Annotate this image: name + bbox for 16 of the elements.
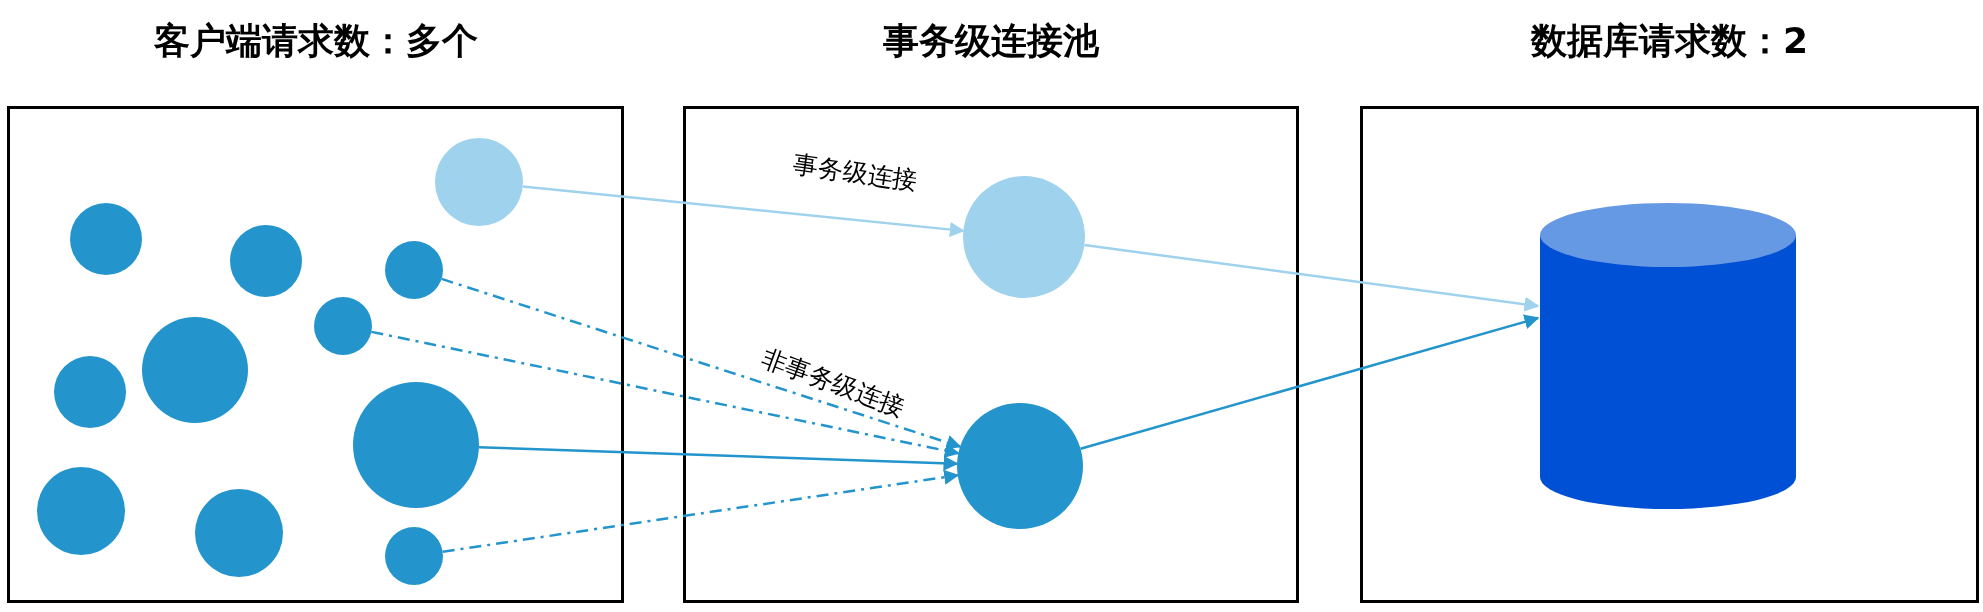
arrow [441,277,962,450]
database-cylinder [1540,203,1796,509]
client-circle [385,527,443,585]
client-circle [385,241,443,299]
edge-label: 事务级连接 [790,147,920,198]
arrow [1084,243,1540,312]
panel-title: 客户端请求数：多个 [152,19,479,63]
arrow [478,445,959,471]
arrow [442,469,960,553]
panel-title: 数据库请求数：2 [1529,19,1810,63]
panel-title: 事务级连接池 [882,19,1100,63]
arrow [522,185,965,237]
arrow [371,330,960,458]
arrow [1080,314,1540,450]
client-circle [314,297,372,355]
edge-label: 非事务级连接 [756,341,910,424]
